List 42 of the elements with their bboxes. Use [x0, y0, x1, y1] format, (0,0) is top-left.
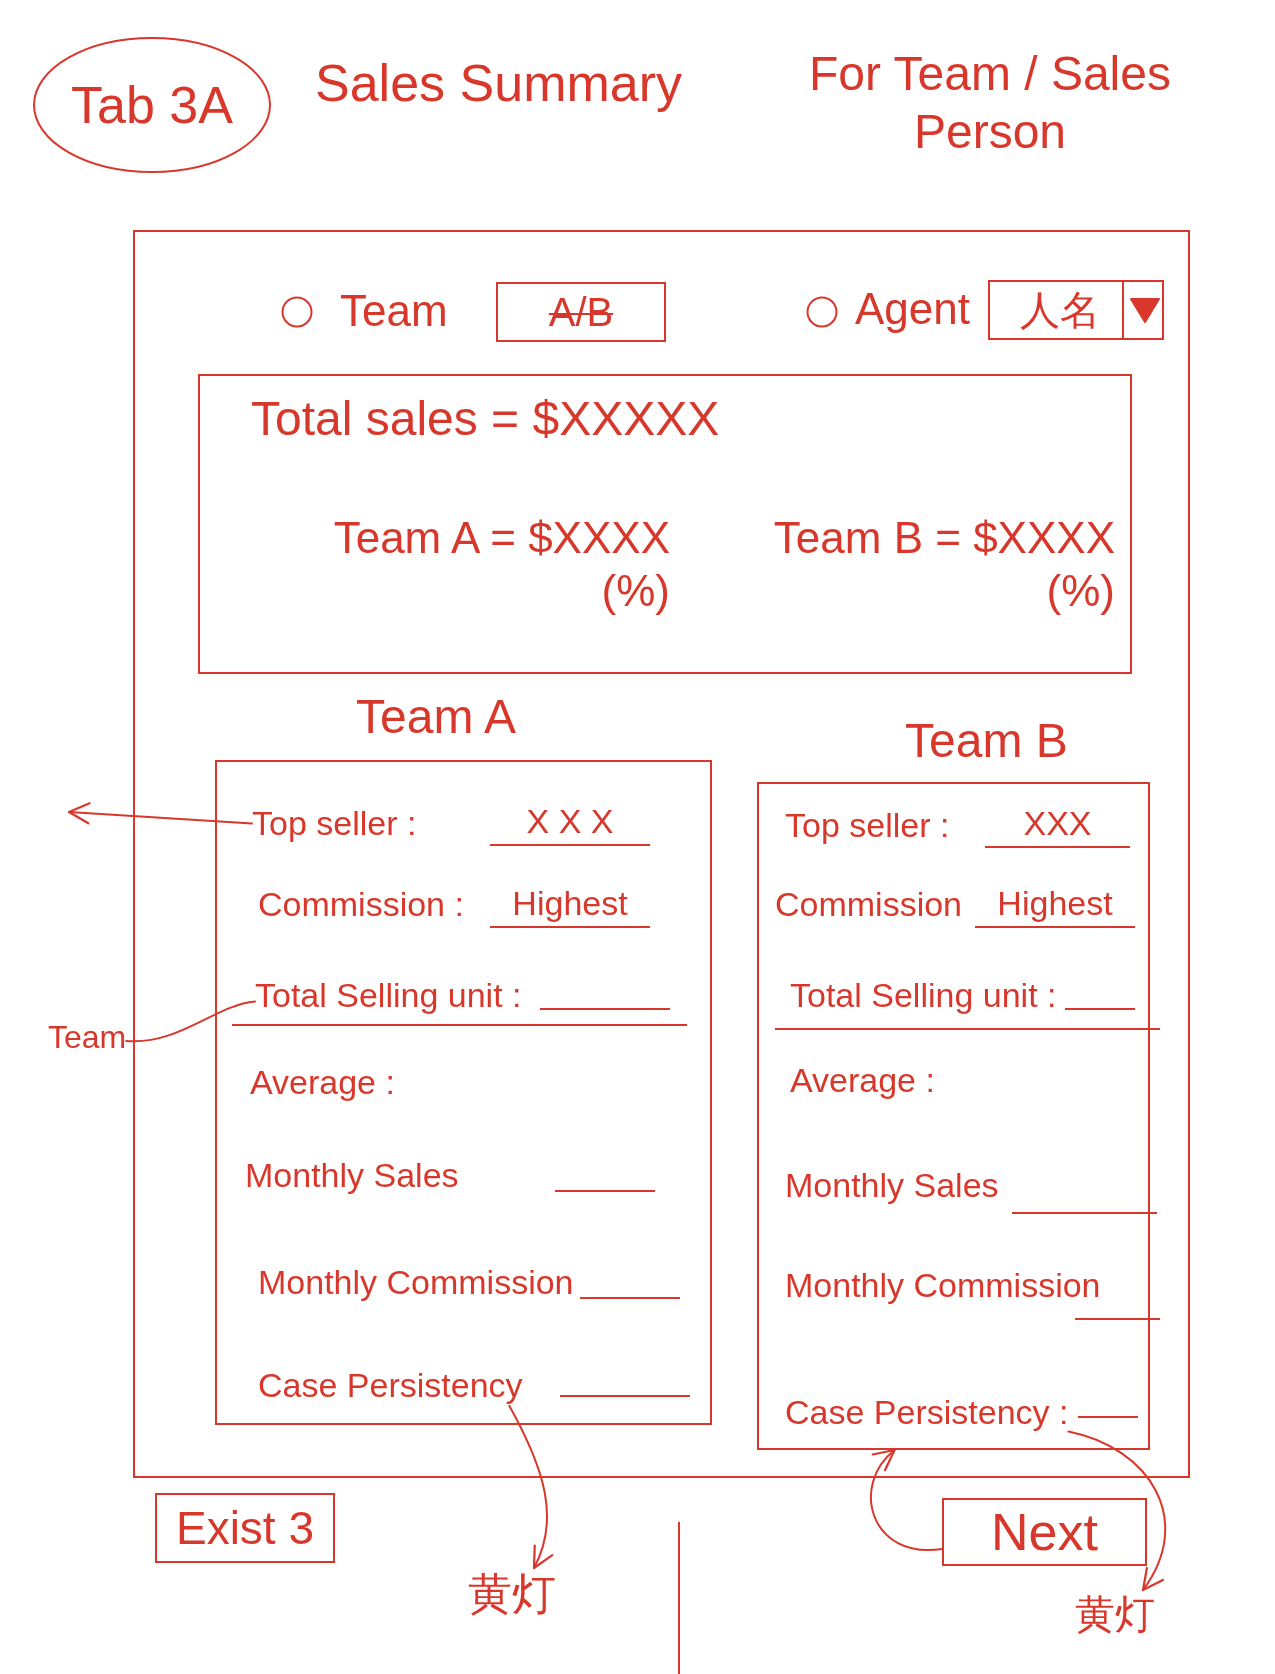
field-label: Top seller : [785, 805, 950, 846]
summary-box [198, 374, 1132, 674]
field-label: Case Persistency : [785, 1392, 1069, 1433]
answer-field: Highest [490, 880, 650, 928]
annotation: Team [48, 1018, 127, 1057]
arrow [870, 1448, 943, 1552]
field-label: Monthly Commission [785, 1265, 1101, 1306]
dropdown: 人名 [988, 280, 1164, 340]
arrow [508, 1404, 553, 1570]
field-label: Average : [250, 1062, 395, 1103]
answer-field: X X X [490, 798, 650, 846]
arrow [67, 802, 253, 825]
field-label: Case Persistency [258, 1365, 523, 1406]
field-label: Monthly Sales [245, 1155, 459, 1196]
subtitle: For Team / Sales Person [808, 46, 1172, 160]
field-label: Top seller : [252, 803, 417, 844]
radio-label: Agent [855, 283, 970, 335]
total-sales-text: Total sales = $XXXXX [251, 391, 720, 447]
field-label: Commission [775, 884, 963, 925]
radio-label: Team [340, 285, 448, 337]
screen-frame [133, 230, 1190, 1478]
tab-circle: Tab 3A [32, 36, 272, 174]
field-label: Monthly Sales [785, 1165, 999, 1206]
team-sales-text: Team A = $XXXX (%) [332, 512, 670, 617]
field-label: Monthly Commission [258, 1262, 574, 1303]
exit-button: Exist 3 [155, 1493, 335, 1563]
leader-line [125, 1000, 256, 1043]
next-button: Next [942, 1498, 1147, 1566]
answer-field: XXX [985, 800, 1130, 848]
annotation: 黄灯 [468, 1568, 556, 1621]
field-label: Commission : [258, 884, 464, 925]
page-title: Sales Summary [315, 53, 682, 114]
field-label: Total Selling unit : [255, 975, 522, 1016]
annotation: 黄灯 [1075, 1590, 1155, 1638]
team-sales-text: Team B = $XXXX (%) [772, 512, 1115, 617]
answer-field: Highest [975, 880, 1135, 928]
arrow [1067, 1430, 1166, 1592]
field-label: Average : [790, 1060, 935, 1101]
panel-heading: Team B [905, 713, 1068, 769]
dropdown: A/B [496, 282, 666, 342]
field-label: Total Selling unit : [790, 975, 1057, 1016]
panel-heading: Team A [356, 689, 517, 745]
